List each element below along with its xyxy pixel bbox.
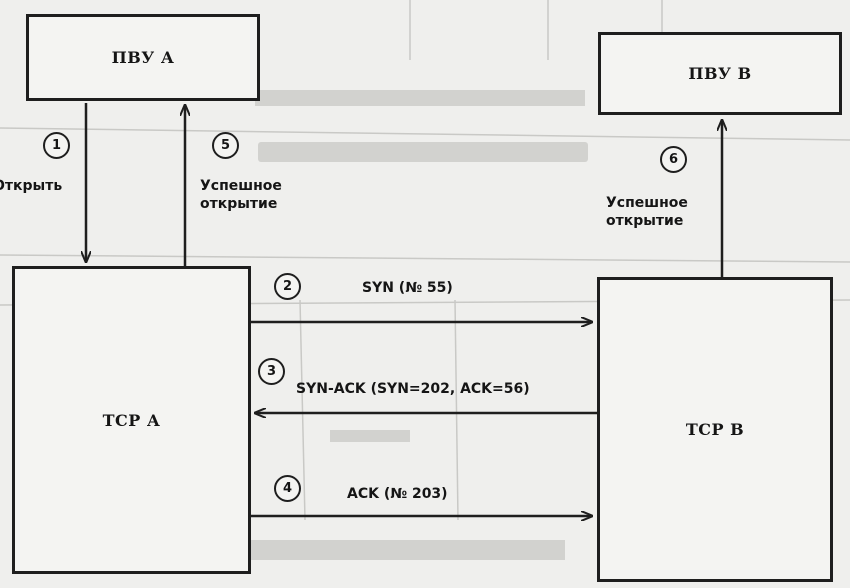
tcp-b-box: ТСР В xyxy=(597,277,833,582)
step-1-label: Открыть xyxy=(0,178,63,194)
step-3-number: 3 xyxy=(258,358,285,385)
step-5-number: 5 xyxy=(212,132,239,159)
step-6-label-line1: Успешное xyxy=(606,195,688,211)
step-5-label-line1: Успешное xyxy=(200,178,282,194)
step-1-number: 1 xyxy=(43,132,70,159)
pvu-a-box: ПВУ А xyxy=(26,14,260,101)
step-5-label: Успешное открытие xyxy=(200,178,282,213)
tcp-b-label: ТСР В xyxy=(685,420,745,439)
step-4-number: 4 xyxy=(274,475,301,502)
pvu-b-label: ПВУ В xyxy=(688,64,752,83)
step-4-label: ACK (№ 203) xyxy=(347,486,448,502)
step-6-label: Успешное открытие xyxy=(606,195,688,230)
tcp-a-box: ТСР А xyxy=(12,266,251,574)
step-6-label-line2: открытие xyxy=(606,212,684,229)
step-3-label: SYN-ACK (SYN=202, ACK=56) xyxy=(296,381,530,397)
step-2-label: SYN (№ 55) xyxy=(362,280,453,296)
step-2-number: 2 xyxy=(274,273,301,300)
pvu-a-label: ПВУ А xyxy=(111,48,175,67)
step-6-number: 6 xyxy=(660,146,687,173)
tcp-a-label: ТСР А xyxy=(102,410,161,430)
pvu-b-box: ПВУ В xyxy=(598,32,842,115)
step-5-label-line2: открытие xyxy=(200,195,278,212)
